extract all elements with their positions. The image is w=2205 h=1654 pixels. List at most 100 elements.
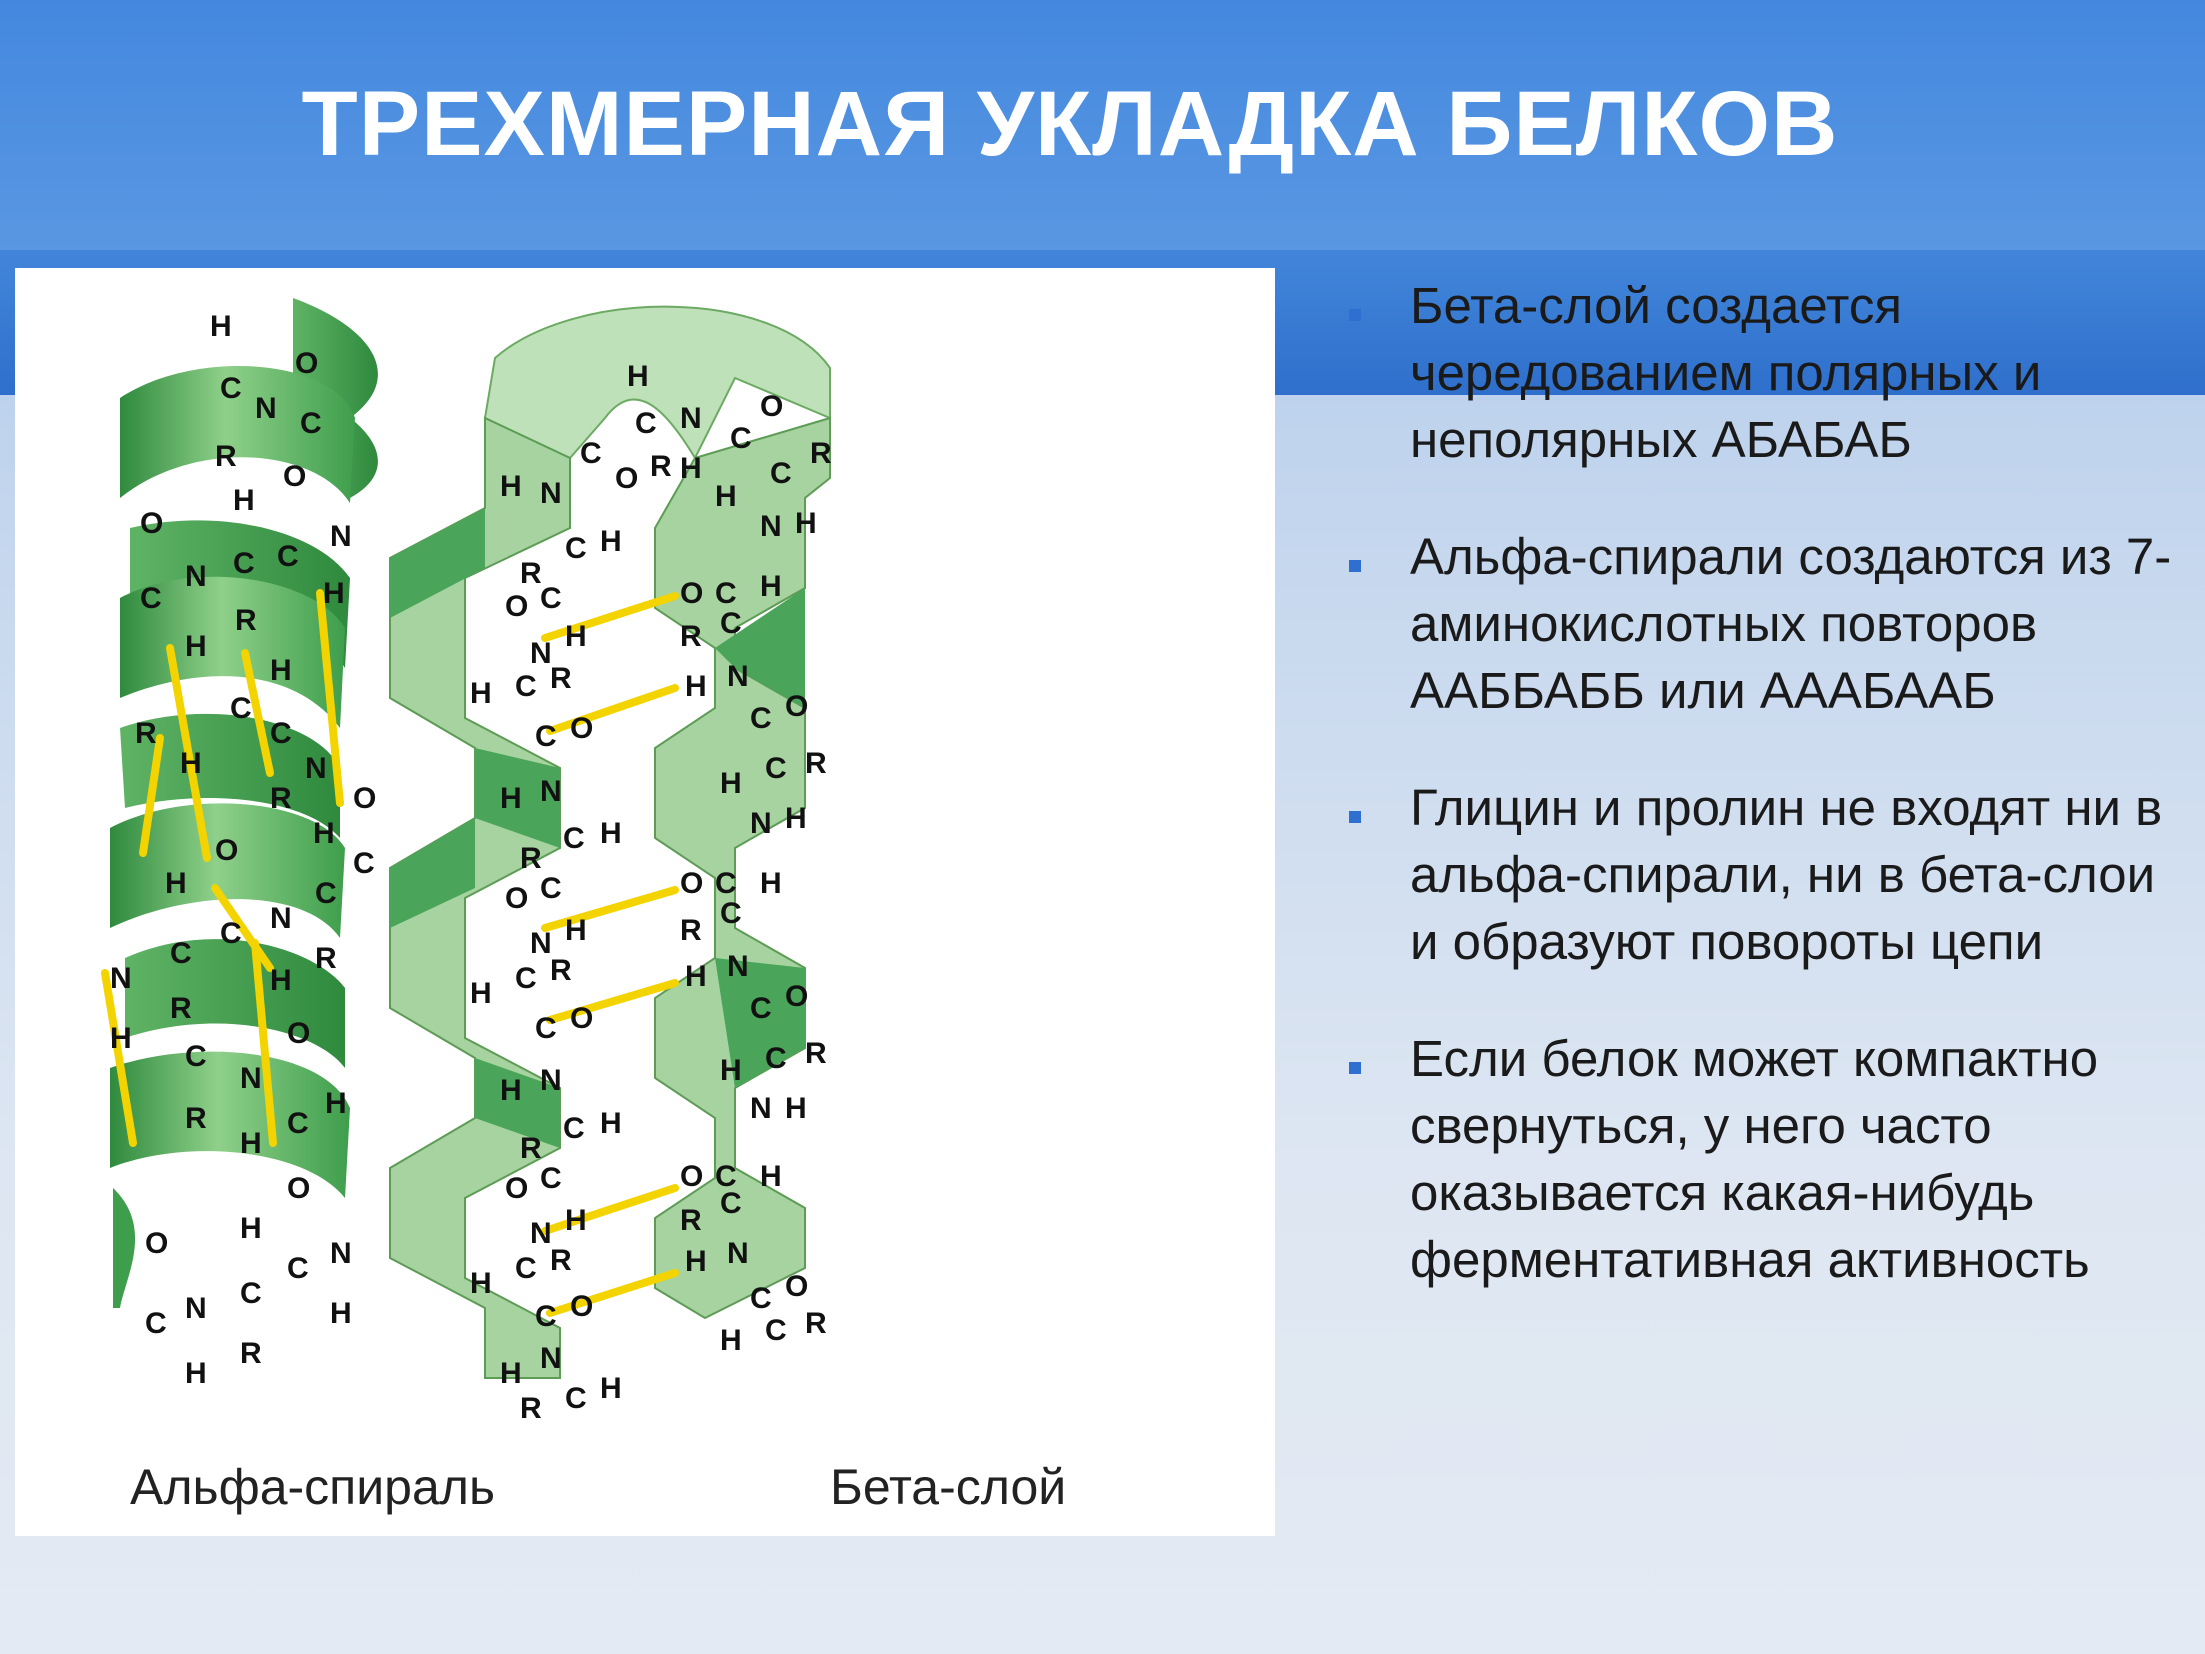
beta-sheet-caption: Бета-слой (830, 1459, 1067, 1515)
svg-text:O: O (785, 980, 808, 1013)
svg-text:R: R (170, 992, 192, 1025)
svg-text:O: O (570, 712, 593, 745)
svg-text:O: O (505, 590, 528, 623)
svg-text:C: C (220, 917, 242, 950)
bullet-square-icon (1349, 1062, 1361, 1074)
beta-sheet-ribbon (389, 305, 831, 1379)
svg-text:R: R (805, 747, 827, 780)
svg-text:C: C (145, 1307, 167, 1340)
svg-text:R: R (680, 914, 702, 947)
svg-text:H: H (600, 817, 622, 850)
svg-text:N: N (540, 1342, 562, 1375)
svg-text:C: C (563, 822, 585, 855)
svg-text:O: O (785, 690, 808, 723)
svg-text:C: C (580, 437, 602, 470)
svg-text:H: H (795, 507, 817, 540)
svg-text:N: N (727, 1237, 749, 1270)
svg-text:H: H (323, 577, 345, 610)
svg-text:N: N (530, 927, 552, 960)
bullet-item: Если белок может компактно свернуться, у… (1345, 1025, 2195, 1293)
alpha-helix-caption: Альфа-спираль (130, 1459, 496, 1515)
svg-text:H: H (685, 1245, 707, 1278)
svg-text:H: H (110, 1022, 132, 1055)
svg-text:C: C (750, 992, 772, 1025)
svg-text:C: C (140, 582, 162, 615)
svg-text:C: C (770, 457, 792, 490)
svg-text:R: R (240, 1337, 262, 1370)
svg-text:N: N (727, 660, 749, 693)
svg-text:C: C (185, 1040, 207, 1073)
svg-text:O: O (505, 882, 528, 915)
svg-text:R: R (215, 440, 237, 473)
svg-text:R: R (680, 620, 702, 653)
svg-text:C: C (540, 1162, 562, 1195)
svg-text:R: R (805, 1037, 827, 1070)
svg-text:O: O (680, 1160, 703, 1193)
svg-text:O: O (140, 507, 163, 540)
svg-text:C: C (720, 607, 742, 640)
svg-text:O: O (570, 1002, 593, 1035)
svg-text:C: C (230, 692, 252, 725)
svg-text:H: H (325, 1087, 347, 1120)
svg-text:C: C (715, 867, 737, 900)
svg-text:H: H (785, 1092, 807, 1125)
svg-text:H: H (565, 1204, 587, 1237)
svg-text:C: C (765, 752, 787, 785)
svg-text:H: H (470, 677, 492, 710)
svg-text:C: C (270, 717, 292, 750)
svg-text:H: H (210, 310, 232, 343)
svg-text:O: O (760, 390, 783, 423)
svg-text:C: C (535, 1300, 557, 1333)
svg-text:C: C (563, 1112, 585, 1145)
bullet-list: Бета-слой создается чередованием полярны… (1345, 272, 2195, 1343)
svg-text:O: O (145, 1227, 168, 1260)
svg-text:C: C (635, 407, 657, 440)
svg-text:C: C (287, 1107, 309, 1140)
svg-text:N: N (680, 402, 702, 435)
svg-text:H: H (270, 964, 292, 997)
svg-text:N: N (255, 392, 277, 425)
svg-text:R: R (520, 557, 542, 590)
svg-text:R: R (805, 1307, 827, 1340)
svg-text:R: R (650, 450, 672, 483)
svg-text:H: H (240, 1212, 262, 1245)
svg-text:H: H (785, 802, 807, 835)
svg-text:C: C (540, 872, 562, 905)
bullet-square-icon (1349, 811, 1361, 823)
bullet-text: Если белок может компактно свернуться, у… (1410, 1030, 2099, 1288)
svg-text:O: O (287, 1172, 310, 1205)
svg-text:R: R (135, 717, 157, 750)
svg-text:C: C (715, 577, 737, 610)
svg-text:O: O (785, 1270, 808, 1303)
svg-text:H: H (270, 654, 292, 687)
svg-text:C: C (315, 877, 337, 910)
svg-text:H: H (233, 484, 255, 517)
svg-text:O: O (295, 347, 318, 380)
svg-text:N: N (540, 477, 562, 510)
svg-text:N: N (750, 807, 772, 840)
svg-text:O: O (505, 1172, 528, 1205)
svg-text:H: H (600, 1107, 622, 1140)
svg-text:R: R (520, 1132, 542, 1165)
svg-text:N: N (530, 1217, 552, 1250)
bullet-item: Бета-слой создается чередованием полярны… (1345, 272, 2195, 473)
svg-text:H: H (760, 867, 782, 900)
svg-text:H: H (240, 1127, 262, 1160)
beta-sheet-atoms: H C N O C O R H C R H N H C C H N H R O … (470, 360, 832, 1425)
svg-text:C: C (730, 422, 752, 455)
svg-text:N: N (240, 1062, 262, 1095)
svg-text:N: N (760, 510, 782, 543)
svg-text:H: H (600, 525, 622, 558)
svg-text:N: N (540, 1064, 562, 1097)
svg-text:C: C (750, 702, 772, 735)
svg-text:R: R (810, 437, 832, 470)
alpha-helix-atoms: H C N O C R H O O C N C C N H R H H R C … (110, 310, 376, 1390)
title-bar-highlight (0, 0, 2205, 250)
svg-text:H: H (760, 570, 782, 603)
svg-text:R: R (680, 1204, 702, 1237)
svg-text:R: R (520, 1392, 542, 1425)
svg-text:H: H (685, 960, 707, 993)
svg-text:C: C (287, 1252, 309, 1285)
svg-text:H: H (627, 360, 649, 393)
svg-text:N: N (270, 902, 292, 935)
